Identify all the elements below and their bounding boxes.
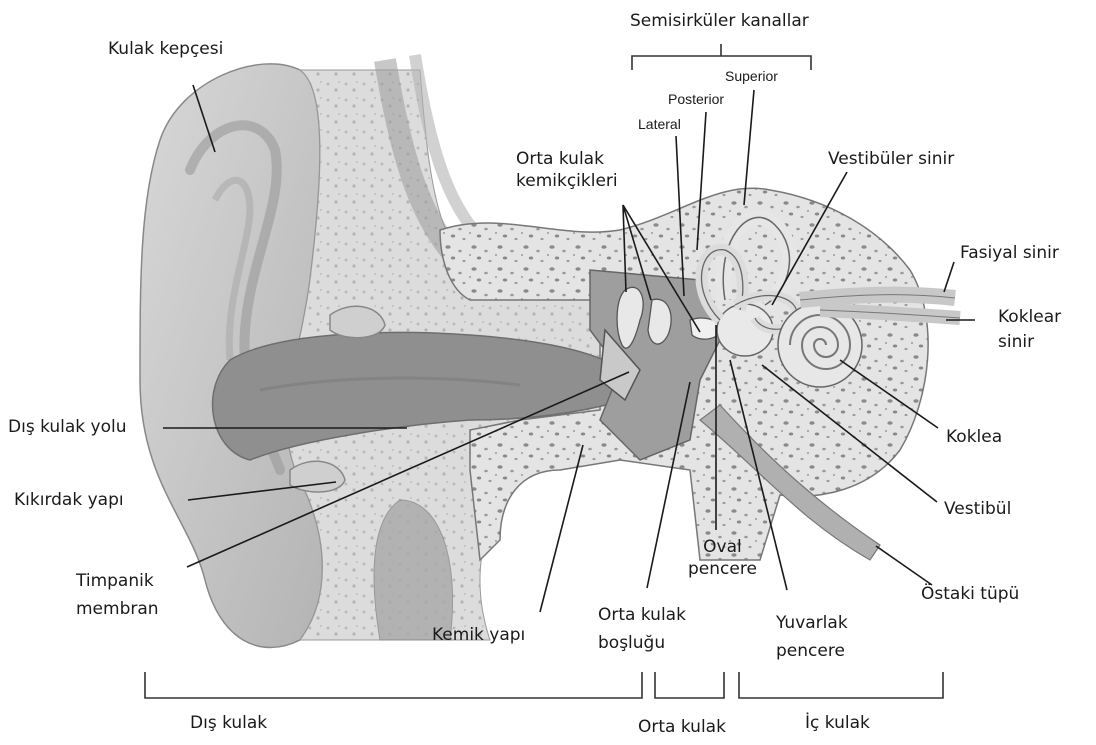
label-line: kemikçikleri [516, 170, 618, 192]
label-posterior: Posterior [668, 91, 724, 108]
label-orta-kulak-boslugu: Orta kulak boşluğu [598, 604, 686, 654]
label-vestibul: Vestibül [944, 498, 1011, 520]
semicircular-bracket [632, 44, 811, 70]
label-yuvarlak-pencere: Yuvarlak pencere [776, 612, 848, 662]
inner-ear-bracket [739, 672, 943, 698]
label-dis-kulak: Dış kulak [190, 712, 267, 734]
label-line: pencere [776, 640, 848, 662]
label-ostaki-tupu: Östaki tüpü [921, 583, 1019, 605]
label-line: Oval [688, 536, 757, 558]
label-line: Koklear [998, 306, 1061, 328]
label-koklea: Koklea [946, 426, 1002, 448]
label-line: Timpanik [76, 570, 159, 592]
label-fasiyal-sinir: Fasiyal sinir [960, 242, 1059, 264]
label-kulak-kepcesi: Kulak kepçesi [108, 38, 223, 60]
label-line: membran [76, 598, 159, 620]
label-timpanik-membran: Timpanik membran [76, 570, 159, 620]
label-vestibuler-sinir: Vestibüler sinir [828, 148, 954, 170]
label-line: boşluğu [598, 632, 686, 654]
label-orta-kulak: Orta kulak [638, 716, 726, 738]
label-lateral: Lateral [638, 116, 681, 133]
label-line: Yuvarlak [776, 612, 848, 634]
label-ic-kulak: İç kulak [805, 712, 870, 734]
label-line: Orta kulak [516, 148, 618, 170]
middle-ear-bracket [655, 672, 724, 698]
label-orta-kulak-kemikcikleri: Orta kulak kemikçikleri [516, 148, 618, 192]
label-line: sinir [998, 331, 1061, 353]
outer-ear-bracket [145, 672, 642, 698]
label-dis-kulak-yolu: Dış kulak yolu [8, 416, 127, 438]
label-koklear-sinir: Koklear sinir [998, 306, 1061, 353]
label-line: Orta kulak [598, 604, 686, 626]
label-line: pencere [688, 558, 757, 580]
label-oval-pencere: Oval pencere [688, 536, 757, 580]
label-kikirdak-yapi: Kıkırdak yapı [14, 489, 124, 511]
label-superior: Superior [725, 68, 778, 85]
label-semisirkuler-kanallar: Semisirküler kanallar [630, 10, 809, 32]
label-kemik-yapi: Kemik yapı [432, 624, 525, 646]
